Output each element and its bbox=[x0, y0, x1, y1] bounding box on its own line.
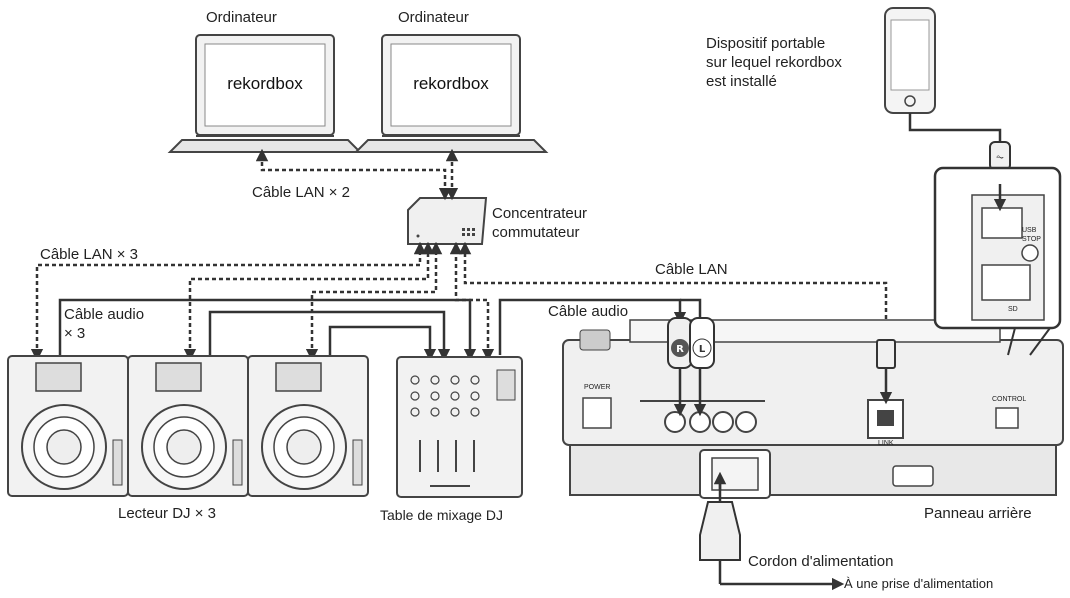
power-cord-label: Cordon d'alimentation bbox=[748, 553, 894, 570]
laptop-2 bbox=[353, 34, 549, 153]
lan-cable-x3-label: Câble LAN × 3 bbox=[40, 246, 138, 263]
portable-device-label: Dispositif portable sur lequel rekordbox… bbox=[706, 35, 842, 90]
computer-1-label: Ordinateur bbox=[206, 9, 277, 26]
portable-device bbox=[884, 7, 936, 114]
computer-2-label: Ordinateur bbox=[398, 9, 469, 26]
audio-cable-x3-label: Câble audio × 3 bbox=[64, 306, 145, 342]
power-cord bbox=[699, 471, 845, 591]
audio-cable-label: Câble audio bbox=[548, 303, 629, 320]
usb-cable bbox=[908, 113, 1002, 145]
lan-cable-label: Câble LAN bbox=[655, 261, 728, 278]
usb-stop-text: USB STOP bbox=[1022, 227, 1041, 243]
lan-cable-x2-label: Câble LAN × 2 bbox=[252, 184, 350, 201]
cdj-player-1 bbox=[7, 355, 129, 497]
lan-cables-computers bbox=[255, 148, 459, 201]
rear-panel-unit bbox=[562, 319, 1064, 499]
sd-text: SD bbox=[1008, 306, 1018, 313]
switching-hub bbox=[407, 197, 488, 245]
rear-panel-label: Panneau arrière bbox=[924, 505, 1032, 522]
dj-mixer bbox=[396, 356, 523, 498]
cdj-player-2 bbox=[127, 355, 249, 497]
link-text: LINK bbox=[878, 440, 894, 447]
hub-label: Concentrateur commutateur bbox=[492, 205, 588, 241]
dj-players-label: Lecteur DJ × 3 bbox=[118, 505, 216, 522]
lan-cables-devices bbox=[30, 241, 893, 362]
svg-text:⏦: ⏦ bbox=[996, 152, 1004, 163]
svg-text:L: L bbox=[699, 344, 706, 355]
screen-1-text: rekordbox bbox=[227, 74, 303, 93]
rca-plugs: R L bbox=[667, 317, 715, 417]
laptop-1 bbox=[167, 34, 363, 153]
audio-cables bbox=[58, 298, 702, 362]
screen-2-text: rekordbox bbox=[413, 74, 489, 93]
cdj-player-3 bbox=[247, 355, 369, 497]
rear-panel-zoom bbox=[933, 166, 1062, 356]
power-outlet-label: À une prise d'alimentation bbox=[844, 576, 994, 591]
lan-plug bbox=[876, 339, 896, 405]
power-text: POWER bbox=[584, 384, 611, 391]
svg-text:R: R bbox=[676, 344, 684, 355]
dj-mixer-label: Table de mixage DJ bbox=[380, 507, 503, 523]
control-text: CONTROL bbox=[992, 396, 1027, 403]
